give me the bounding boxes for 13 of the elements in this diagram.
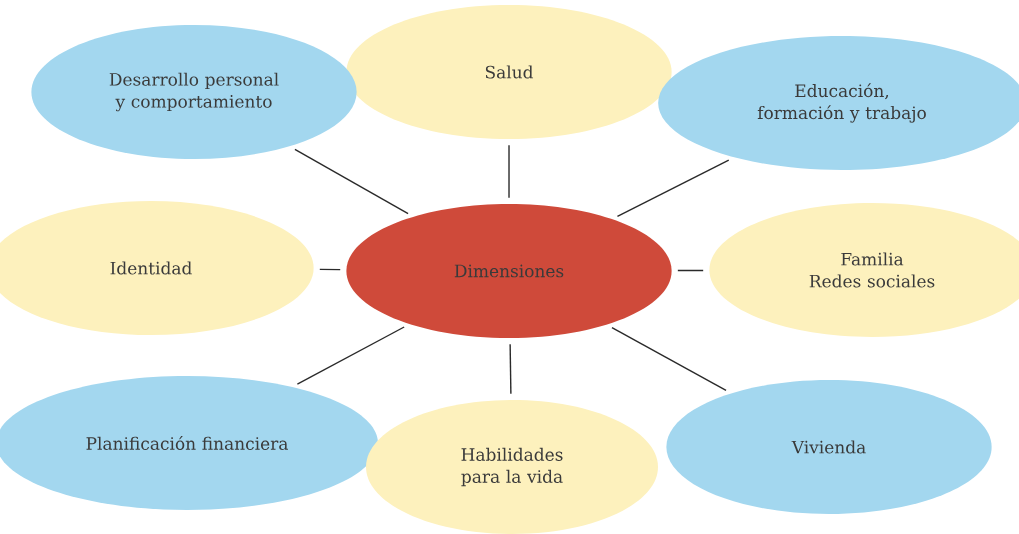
connector-line bbox=[677, 269, 704, 272]
connector-line bbox=[294, 148, 409, 215]
connector-line bbox=[508, 144, 510, 199]
ellipse-node: Dimensiones bbox=[346, 204, 672, 338]
connector-line bbox=[319, 268, 341, 271]
connector-line bbox=[296, 326, 405, 385]
ellipse-node: Habilidades para la vida bbox=[366, 400, 658, 534]
ellipse-node: Vivienda bbox=[666, 380, 992, 514]
connector-line bbox=[616, 159, 730, 217]
ellipse-node: Desarrollo personal y comportamiento bbox=[31, 25, 357, 159]
connector-line bbox=[509, 343, 512, 395]
ellipse-node: Salud bbox=[346, 5, 672, 139]
connector-line bbox=[611, 326, 727, 392]
